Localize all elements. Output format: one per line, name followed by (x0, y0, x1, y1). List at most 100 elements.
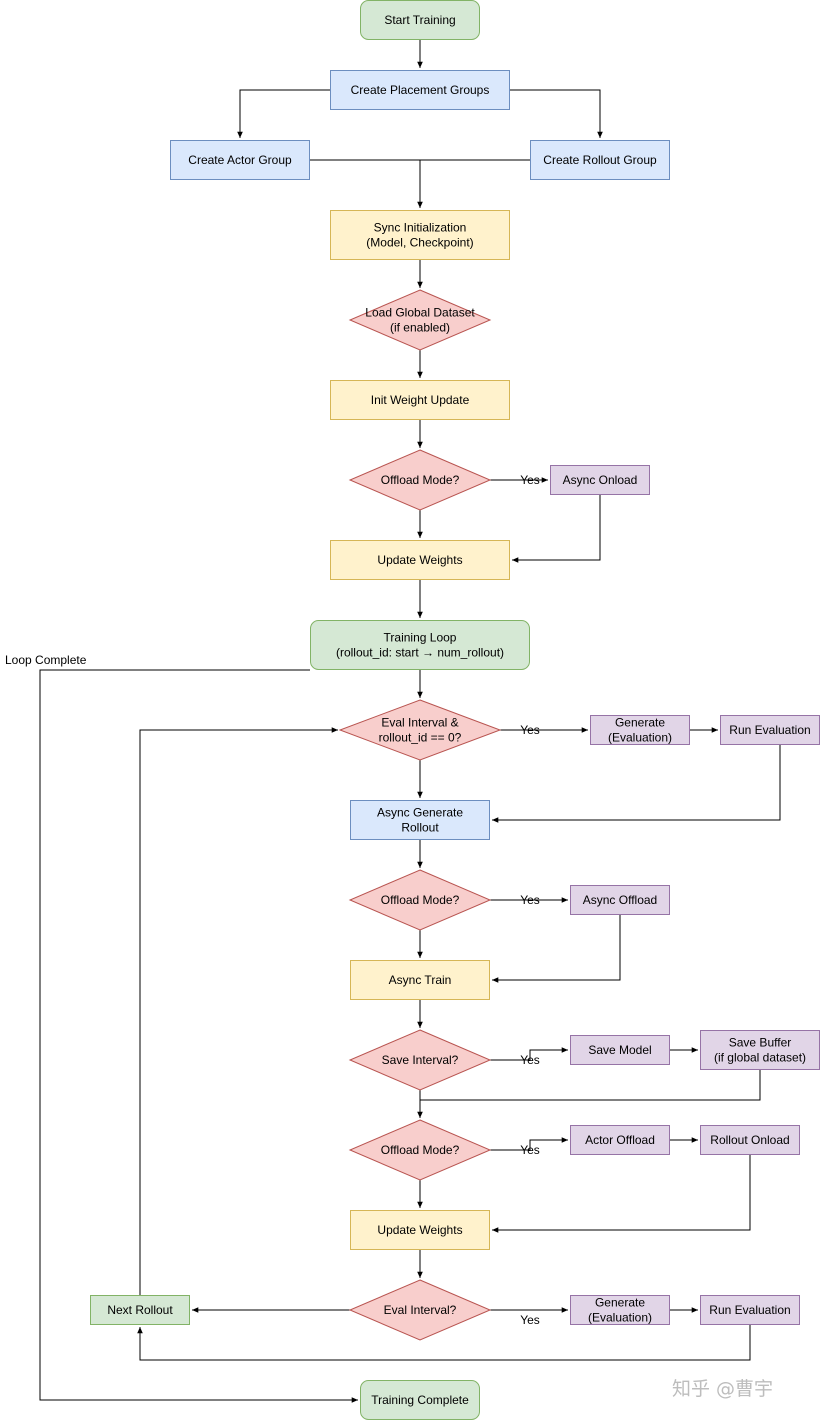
node-eval-interval-check[interactable]: Eval Interval &rollout_id == 0? (338, 699, 502, 761)
node-training-loop[interactable]: Training Loop(rollout_id: start → num_ro… (310, 620, 530, 670)
edge-label-yes: Yes (520, 1313, 540, 1327)
node-label: Run Evaluation (709, 1303, 790, 1317)
node-save-model[interactable]: Save Model (570, 1035, 670, 1065)
edge-asyncoffload-train (492, 915, 621, 983)
node-label: Async Onload (563, 473, 638, 487)
node-label: Save Buffer (729, 1036, 791, 1050)
node-shape (348, 1119, 492, 1181)
node-create-actor-group[interactable]: Create Actor Group (170, 140, 310, 180)
node-shape (350, 960, 490, 1000)
node-load-global-dataset[interactable]: Load Global Dataset(if enabled) (348, 289, 492, 351)
edge-actor-sync (310, 159, 423, 208)
node-label: Async Offload (583, 893, 657, 907)
node-shape (348, 449, 492, 511)
edges (39, 40, 781, 1403)
node-shape (330, 210, 510, 260)
node-shape (570, 1295, 670, 1325)
node-start-training[interactable]: Start Training (360, 0, 480, 40)
node-shape (348, 1279, 492, 1341)
node-save-interval[interactable]: Save Interval? (348, 1029, 492, 1091)
edge-save-savemodel (490, 1047, 568, 1061)
edge-labels: Yes Yes Yes Yes Yes Yes Loop Complete (5, 473, 540, 1327)
node-shape (570, 885, 670, 915)
node-label: Load Global Dataset (365, 306, 475, 320)
node-generate-evaluation-1[interactable]: Generate(Evaluation) (590, 715, 690, 745)
node-label: Start Training (384, 13, 455, 27)
watermark: 知乎 @曹宇 (672, 1378, 773, 1400)
node-create-rollout-group[interactable]: Create Rollout Group (530, 140, 670, 180)
node-label: Rollout (401, 821, 439, 835)
nodes: Start Training Create Placement Groups C… (90, 0, 820, 1420)
node-async-onload[interactable]: Async Onload (550, 465, 650, 495)
node-offload-mode-2[interactable]: Offload Mode? (348, 869, 492, 931)
edge-savebuffer-offload3 (420, 1070, 761, 1101)
node-rollout-onload[interactable]: Rollout Onload (700, 1125, 800, 1155)
edge-onload-update1 (511, 495, 601, 563)
node-label: Generate (595, 1296, 645, 1310)
node-async-train[interactable]: Async Train (350, 960, 490, 1000)
node-run-evaluation-2[interactable]: Run Evaluation (700, 1295, 800, 1325)
node-sync-initialization[interactable]: Sync Initialization(Model, Checkpoint) (330, 210, 510, 260)
node-label: Training Complete (371, 1393, 469, 1407)
node-label: Create Placement Groups (351, 83, 490, 97)
node-shape (90, 1295, 190, 1325)
edge-placement-actor (237, 89, 330, 138)
node-next-rollout[interactable]: Next Rollout (90, 1295, 190, 1325)
node-label: Offload Mode? (381, 473, 460, 487)
node-init-weight-update[interactable]: Init Weight Update (330, 380, 510, 420)
edge-label-loop-complete: Loop Complete (5, 653, 87, 667)
edge-rolloutonload-update2 (492, 1155, 751, 1233)
node-label: Eval Interval? (384, 1303, 457, 1317)
node-save-buffer[interactable]: Save Buffer(if global dataset) (700, 1030, 820, 1070)
node-offload-mode-1[interactable]: Offload Mode? (348, 449, 492, 511)
node-shape (170, 140, 310, 180)
node-create-placement-groups[interactable]: Create Placement Groups (330, 70, 510, 110)
node-shape (330, 380, 510, 420)
node-label: (if enabled) (390, 321, 450, 335)
edge-loop-complete (39, 669, 358, 1403)
node-eval-interval[interactable]: Eval Interval? (348, 1279, 492, 1341)
node-shape (348, 289, 492, 351)
edge-label-yes: Yes (520, 1053, 540, 1067)
edge-run1-asyncgen (492, 745, 781, 823)
node-label: Async Train (389, 973, 452, 987)
node-training-complete[interactable]: Training Complete (360, 1380, 480, 1420)
node-shape (530, 140, 670, 180)
node-label: Eval Interval & (381, 716, 458, 730)
node-label: Async Generate (377, 806, 463, 820)
node-label: (rollout_id: start → num_rollout) (336, 646, 504, 660)
node-shape (330, 540, 510, 580)
node-label: Update Weights (377, 553, 462, 567)
watermark-text: 知乎 @曹宇 (672, 1378, 773, 1400)
node-actor-offload[interactable]: Actor Offload (570, 1125, 670, 1155)
node-update-weights-1[interactable]: Update Weights (330, 540, 510, 580)
node-generate-evaluation-2[interactable]: Generate(Evaluation) (570, 1295, 670, 1325)
node-label: Update Weights (377, 1223, 462, 1237)
node-async-offload[interactable]: Async Offload (570, 885, 670, 915)
node-offload-mode-3[interactable]: Offload Mode? (348, 1119, 492, 1181)
edge-run2-next (137, 1325, 751, 1361)
node-shape (700, 1030, 820, 1070)
node-shape (550, 465, 650, 495)
node-label: rollout_id == 0? (379, 731, 462, 745)
node-label: (Model, Checkpoint) (366, 236, 473, 250)
node-shape (570, 1035, 670, 1065)
node-shape (338, 699, 502, 761)
node-label: Create Actor Group (188, 153, 292, 167)
node-label: Offload Mode? (381, 893, 460, 907)
node-update-weights-2[interactable]: Update Weights (350, 1210, 490, 1250)
node-label: Offload Mode? (381, 1143, 460, 1157)
node-shape (720, 715, 820, 745)
node-label: Actor Offload (585, 1133, 655, 1147)
node-shape (700, 1295, 800, 1325)
edge-label-yes: Yes (520, 723, 540, 737)
edge-next-eval (139, 727, 338, 1295)
node-label: Next Rollout (107, 1303, 173, 1317)
node-label: Run Evaluation (729, 723, 810, 737)
node-run-evaluation-1[interactable]: Run Evaluation (720, 715, 820, 745)
node-label: (if global dataset) (714, 1051, 806, 1065)
node-label: Init Weight Update (371, 393, 470, 407)
node-label: Sync Initialization (374, 221, 467, 235)
node-label: Save Model (588, 1043, 651, 1057)
